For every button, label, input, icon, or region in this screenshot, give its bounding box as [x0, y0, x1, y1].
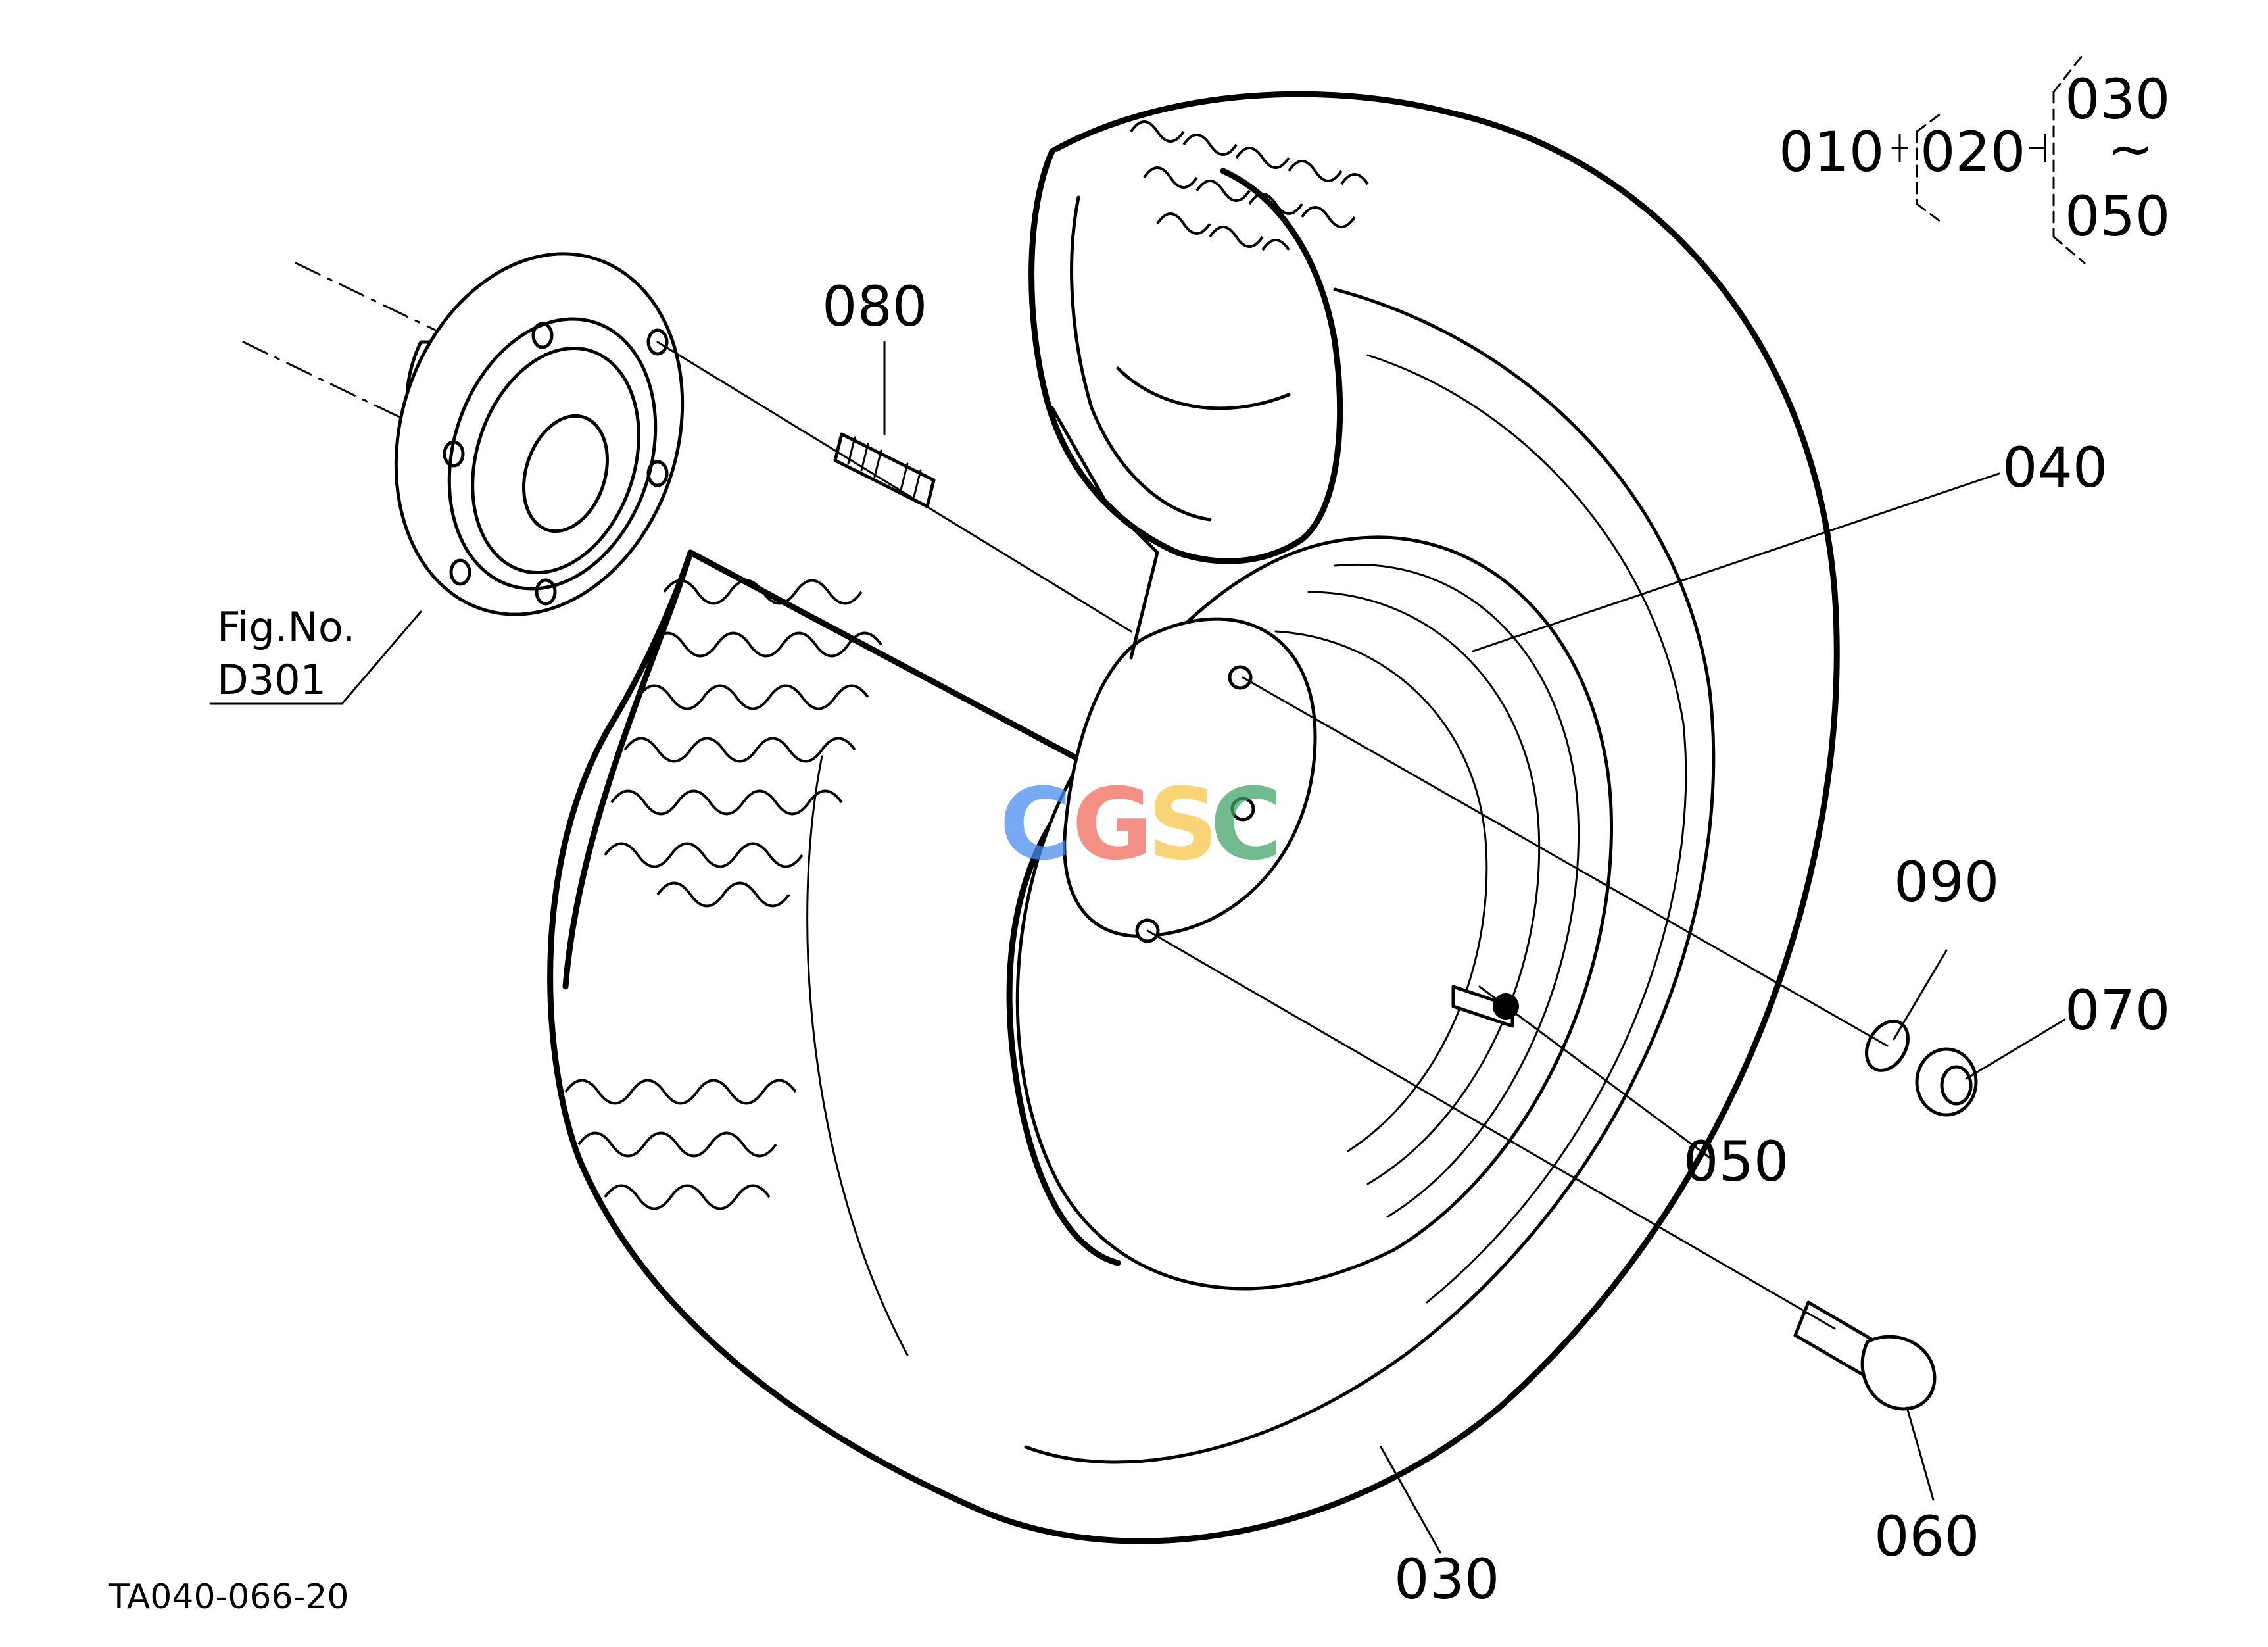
reference-label-line2: D301: [217, 656, 326, 704]
callout-090: 090: [1894, 850, 1999, 914]
callout-060: 060: [1874, 1504, 1979, 1569]
callout-030: 030: [1394, 1547, 1499, 1611]
callout-080: 080: [822, 274, 927, 339]
hierarchy-range-to: 050: [2065, 184, 2170, 249]
callout-070: 070: [2065, 978, 2170, 1043]
tread-pattern-top: [1130, 120, 1369, 251]
watermark-letter-2: G: [1072, 768, 1153, 882]
watermark-logo: C G S C: [1000, 768, 1282, 882]
hierarchy-range-sep: ~: [2108, 116, 2154, 181]
hierarchy-assembly: 010: [1779, 120, 1884, 184]
tire-drawing: [547, 91, 1840, 1544]
stud-drawing: [833, 432, 936, 508]
hierarchy-range-from: 030: [2065, 67, 2170, 132]
reference-label-line1: Fig.No.: [217, 603, 355, 651]
watermark-letter-3: S: [1147, 768, 1218, 882]
leader-lines: [209, 51, 2086, 1554]
callout-050: 050: [1683, 1129, 1789, 1194]
figure-code: TA040-066-20: [108, 1577, 349, 1617]
hierarchy-sub: 020: [1920, 120, 2025, 184]
watermark-letter-4: C: [1210, 768, 1282, 882]
callout-040: 040: [2002, 435, 2108, 500]
tread-pattern-left: [564, 579, 882, 1210]
axle-hub-drawing: [242, 252, 685, 616]
watermark-letter-1: C: [1000, 768, 1072, 882]
fastener-drawings: [1793, 1020, 1978, 1411]
